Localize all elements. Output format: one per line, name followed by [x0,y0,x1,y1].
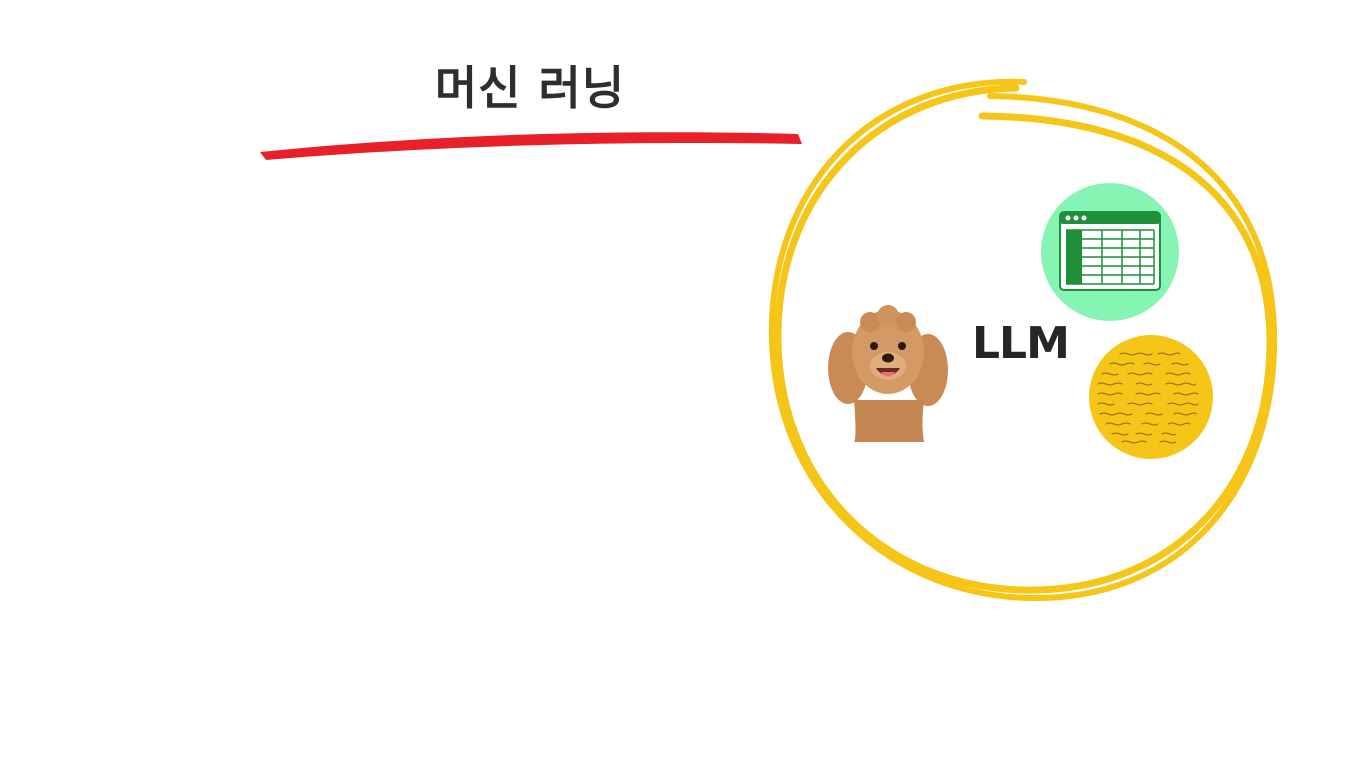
llm-label: LLM [972,318,1070,369]
slide-title: 머신 러닝 [434,61,626,115]
llm-highlight-circle [768,78,1278,602]
dog-photo-icon [828,305,948,442]
title-underline-stroke [260,132,802,160]
handwritten-document-icon [1089,335,1213,459]
spreadsheet-icon [1041,183,1179,321]
